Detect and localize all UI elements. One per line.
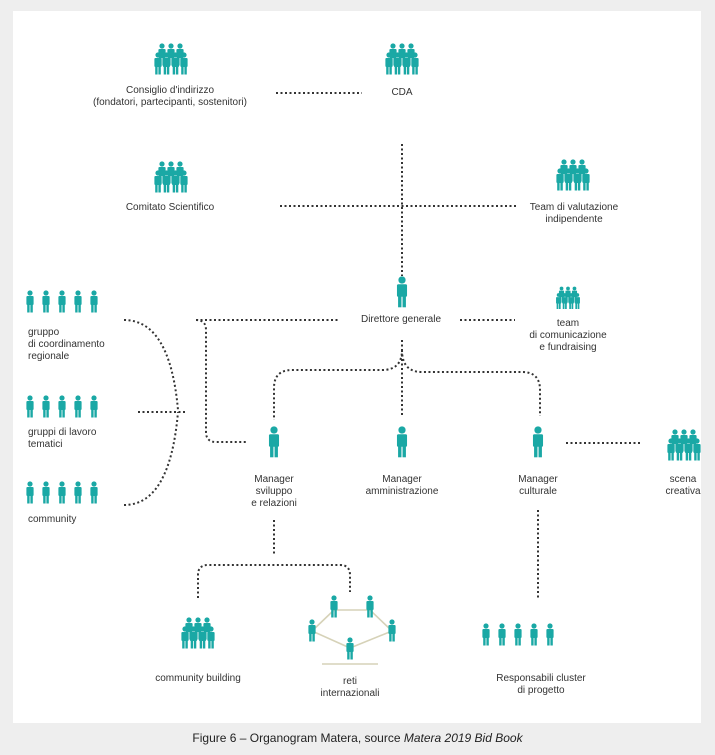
reti-internazionali-people-icon (308, 595, 396, 660)
direttore-person-icon (396, 276, 408, 308)
connectors (123, 92, 640, 600)
responsabili-cluster-people-icon (482, 623, 553, 645)
cda-people-icon (385, 43, 418, 74)
manager-culturale-label: Manager culturale (518, 474, 558, 497)
scena-creativa-people-icon (667, 429, 700, 460)
reti-internazionali-label: reti internazionali (320, 676, 380, 699)
manager-sviluppo-person-icon (268, 426, 280, 458)
manager-sviluppo-label: Manager sviluppo e relazioni (251, 474, 297, 509)
cda-label: CDA (391, 87, 413, 98)
direttore-label: Direttore generale (360, 314, 442, 325)
team-comunicazione-people-icon (556, 287, 580, 309)
caption-source: Matera 2019 Bid Book (403, 731, 523, 745)
community-building-label: community building (155, 673, 241, 684)
community-building-people-icon (181, 617, 214, 648)
manager-amministrazione-label: Manager amministrazione (365, 474, 439, 497)
team-comunicazione-label: team di comunicazione e fundraising (529, 318, 607, 353)
gruppi-lavoro-people-icon (26, 395, 97, 417)
gruppi-lavoro-label: gruppi di lavoro tematici (28, 427, 97, 450)
manager-amministrazione-person-icon (396, 426, 408, 458)
caption-prefix: Figure 6 – Organogram Matera, source (192, 731, 404, 745)
scena-creativa-label: scena creativa (665, 474, 701, 497)
community-label: community (28, 514, 77, 525)
consiglio-label: Consiglio d'indirizzo (fondatori, partec… (93, 85, 247, 108)
team-valutazione-people-icon (556, 159, 589, 190)
consiglio-people-icon (154, 43, 187, 74)
team-valutazione-text: Team di valutazione (529, 202, 619, 213)
gruppo-coordinamento-people-icon (26, 290, 97, 312)
comitato-people-icon (154, 161, 187, 192)
diagram-panel (13, 11, 701, 723)
community-people-icon (26, 481, 97, 503)
responsabili-cluster-label: Responsabili cluster di progetto (496, 673, 586, 696)
team-valutazione-accent-text: indipendente (545, 214, 603, 225)
manager-culturale-person-icon (532, 426, 544, 458)
team-valutazione-label: Team di valutazione indipendente (508, 202, 640, 226)
gruppo-coordinamento-label: gruppo di coordinamento regionale (28, 327, 105, 362)
comitato-label: Comitato Scientifico (125, 202, 215, 213)
reti-links (311, 609, 393, 665)
figure-caption: Figure 6 – Organogram Matera, source Mat… (0, 731, 715, 745)
